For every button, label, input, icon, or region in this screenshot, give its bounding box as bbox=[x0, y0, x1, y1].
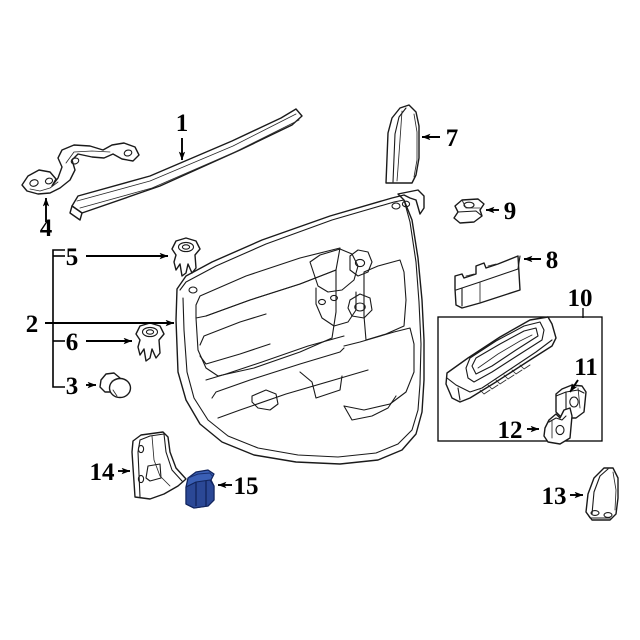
callout-label-7: 7 bbox=[446, 125, 459, 152]
part-4-armrest-support-bracket bbox=[21, 142, 140, 195]
left-callout-bracket bbox=[52, 249, 65, 388]
callout-label-6: 6 bbox=[66, 329, 79, 356]
callout-label-3: 3 bbox=[66, 373, 79, 400]
part-10-window-switch-bezel bbox=[445, 316, 557, 403]
callout-label-13: 13 bbox=[542, 483, 567, 510]
callout-label-12: 12 bbox=[498, 417, 523, 444]
part-1-belt-weatherstrip-molding bbox=[69, 108, 303, 221]
callout-label-2: 2 bbox=[26, 311, 39, 338]
part-13-lower-corner-trim-cover bbox=[585, 467, 619, 521]
callout-label-10: 10 bbox=[568, 285, 593, 312]
callout-label-1: 1 bbox=[176, 110, 189, 137]
switch-bezel-group-box bbox=[437, 316, 603, 442]
part-2-door-trim-panel bbox=[175, 189, 425, 465]
part-8-armrest-pull-handle-trim bbox=[454, 255, 521, 309]
leader-lines bbox=[42, 133, 584, 499]
part-6-retainer-clip bbox=[135, 322, 165, 362]
part-12-switch-bezel-retainer-clip bbox=[543, 407, 573, 445]
part-5-retainer-clip bbox=[171, 237, 201, 277]
callout-label-4: 4 bbox=[40, 215, 53, 242]
part-9-trim-retainer-nut-clip bbox=[453, 198, 485, 224]
part-15-door-trim-retainer-clip-highlighted bbox=[185, 469, 215, 509]
callout-label-5: 5 bbox=[66, 244, 79, 271]
callout-label-14: 14 bbox=[90, 459, 116, 486]
callout-label-11: 11 bbox=[574, 354, 598, 381]
part-14-lower-trim-support-bracket bbox=[131, 431, 187, 500]
callout-label-9: 9 bbox=[504, 198, 517, 225]
callout-label-15: 15 bbox=[234, 473, 259, 500]
part-7-upper-corner-pillar-trim bbox=[385, 104, 420, 184]
callout-label-8: 8 bbox=[546, 247, 559, 274]
part-3-push-pin-retainer bbox=[99, 372, 132, 399]
